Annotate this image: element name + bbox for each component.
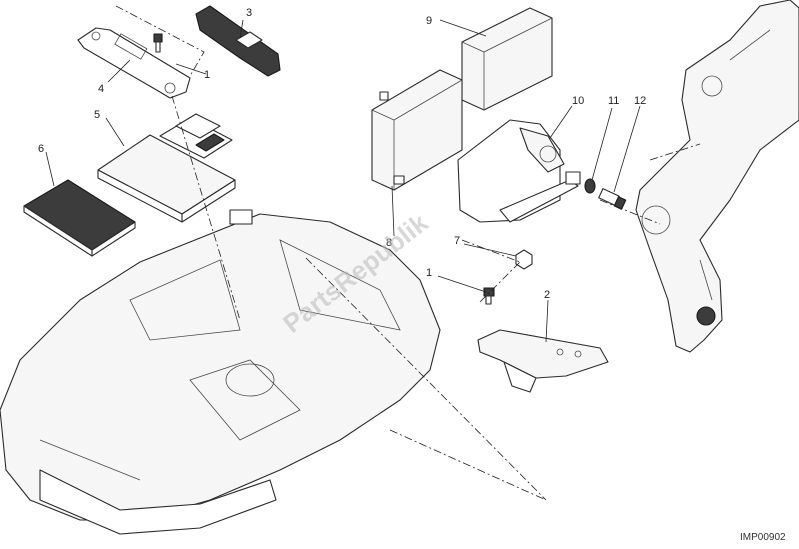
callouts: 1 2 3 4 5 6 7 8 9 10 11 12 1 xyxy=(38,7,646,301)
part-6-pad[interactable] xyxy=(23,179,136,257)
part-7-nut[interactable] xyxy=(515,249,533,270)
part-11-grommet[interactable] xyxy=(584,178,596,194)
part-9-module[interactable] xyxy=(461,7,553,111)
callout-9[interactable]: 9 xyxy=(426,15,432,27)
part-10-support[interactable] xyxy=(457,119,581,223)
callout-3[interactable]: 3 xyxy=(246,7,252,19)
alignment-lines xyxy=(115,5,701,501)
callout-8[interactable]: 8 xyxy=(386,237,392,249)
callout-1-lower[interactable]: 1 xyxy=(426,267,432,279)
callout-7[interactable]: 7 xyxy=(454,235,460,247)
callout-1-upper[interactable]: 1 xyxy=(204,69,210,81)
diagram-reference: IMP00902 xyxy=(740,532,786,543)
part-4-bracket[interactable] xyxy=(77,27,191,99)
leader-lines xyxy=(45,19,641,343)
callout-10[interactable]: 10 xyxy=(572,95,584,107)
part-3-clip[interactable] xyxy=(195,5,281,77)
callout-12[interactable]: 12 xyxy=(634,95,646,107)
callout-4[interactable]: 4 xyxy=(98,83,104,95)
part-8-module[interactable] xyxy=(371,69,463,191)
callout-2[interactable]: 2 xyxy=(544,289,550,301)
part-1-screw-lower[interactable] xyxy=(483,287,495,305)
callout-6[interactable]: 6 xyxy=(38,143,44,155)
callout-5[interactable]: 5 xyxy=(94,109,100,121)
part-5-control-unit[interactable] xyxy=(97,113,236,223)
part-1-screw-upper[interactable] xyxy=(153,33,163,53)
callout-11[interactable]: 11 xyxy=(608,95,619,107)
tail-housing xyxy=(0,209,441,535)
part-12-bolt[interactable] xyxy=(598,188,627,210)
frame-subframe xyxy=(635,0,799,353)
part-2-bracket-plate[interactable] xyxy=(477,329,609,393)
